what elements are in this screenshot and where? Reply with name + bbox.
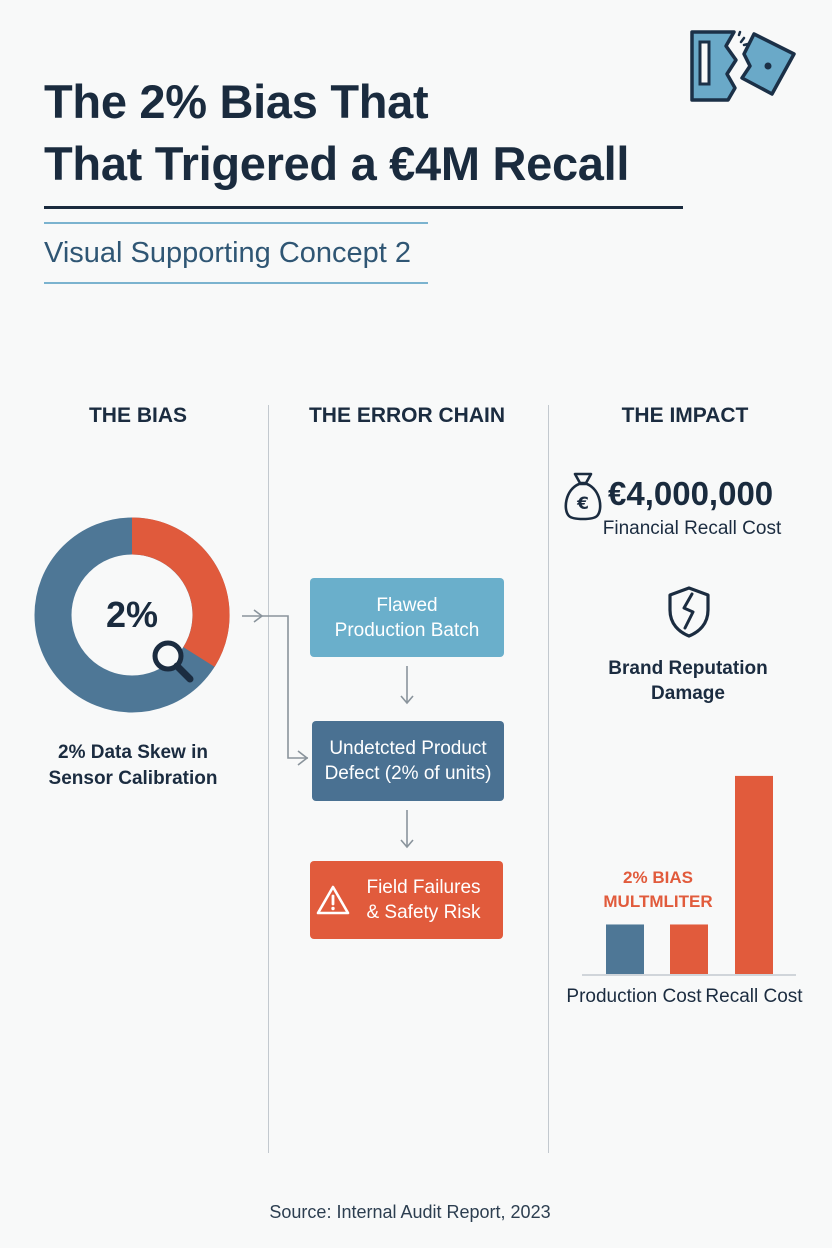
- source-note: Source: Internal Audit Report, 2023: [269, 1202, 551, 1222]
- svg-text:€: €: [576, 494, 589, 514]
- chain-step-2-line-2: Defect (2% of units): [324, 763, 492, 784]
- category-label-production-cost: Production Cost: [566, 986, 702, 1007]
- subtitle-rule-top: [44, 222, 428, 224]
- column-divider: [548, 405, 549, 1153]
- page-title-line-2: That Trigered a €4M Recall: [44, 137, 630, 190]
- donut-highlight-segment: [131, 517, 230, 667]
- bar-recall-cost-2: [735, 775, 773, 974]
- title-divider: [44, 206, 683, 209]
- column-header-bias: THE BIAS: [88, 404, 187, 427]
- broken-card-icon: [690, 30, 796, 102]
- magnifier-icon: [152, 640, 194, 683]
- page-title-line-1: The 2% Bias That: [44, 75, 429, 128]
- chain-step-3-line-1: Field Failures: [366, 877, 481, 898]
- multiplier-label: 2% BIAS MULTMLITER: [588, 866, 728, 914]
- column-header-impact: THE IMPACT: [621, 404, 749, 427]
- warning-icon: [316, 885, 350, 915]
- column-divider: [268, 405, 269, 1153]
- flow-connectors: [242, 609, 309, 766]
- reputation-damage-label: Brand Reputation Damage: [590, 656, 786, 706]
- bar-production-cost-1: [670, 924, 708, 974]
- column-header-error-chain: THE ERROR CHAIN: [308, 404, 505, 427]
- chain-step-2-line-1: Undetcted Product: [329, 738, 487, 759]
- recall-cost-value: €4,000,000: [608, 475, 774, 512]
- chain-step-1-line-1: Flawed: [376, 594, 438, 616]
- bias-caption-line-1: 2% Data Skew in: [58, 742, 208, 763]
- bar-production-cost-0: [606, 924, 644, 974]
- chain-step-1-line-2: Production Batch: [334, 619, 480, 641]
- reputation-line-1: Brand Reputation: [608, 658, 768, 679]
- bias-caption-line-2: Sensor Calibration: [48, 768, 218, 789]
- category-label-recall-cost: Recall Cost: [705, 986, 803, 1007]
- subtitle: Visual Supporting Concept 2: [44, 237, 412, 269]
- chain-step-3-line-2: & Safety Risk: [366, 902, 481, 923]
- chain-step-flawed-batch: Flawed Production Batch: [310, 578, 504, 657]
- money-bag-icon: €: [564, 472, 602, 521]
- broken-shield-icon: [668, 586, 710, 638]
- chain-step-undetected-defect: Undetcted Product Defect (2% of units): [312, 721, 504, 801]
- recall-cost-label: Financial Recall Cost: [602, 518, 782, 539]
- multiplier-line-1: 2% BIAS: [623, 868, 693, 887]
- down-arrow-icon: [400, 810, 414, 849]
- down-arrow-icon: [400, 666, 414, 705]
- multiplier-line-2: MULTMLITER: [603, 892, 713, 911]
- subtitle-rule-bottom: [44, 282, 428, 284]
- reputation-line-2: Damage: [651, 683, 725, 704]
- donut-percent-label: 2%: [105, 594, 159, 635]
- bias-caption: 2% Data Skew in Sensor Calibration: [20, 740, 246, 792]
- cost-bar-chart: [582, 775, 796, 976]
- chain-step-field-failures: Field Failures & Safety Risk: [310, 861, 503, 939]
